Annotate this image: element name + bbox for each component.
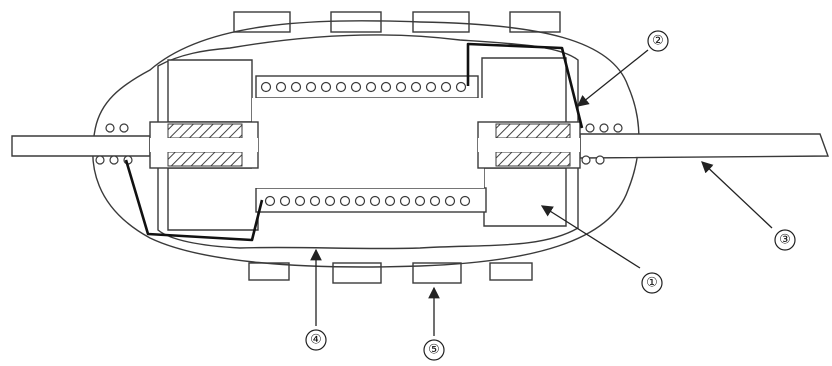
coil-hole — [410, 81, 422, 93]
outer-envelope — [92, 20, 640, 268]
coil-hole — [350, 81, 362, 93]
coil-hole — [320, 81, 332, 93]
coil-hole — [264, 195, 276, 207]
coil-hole — [581, 155, 591, 165]
svg-text:①: ① — [646, 276, 658, 291]
coil-hole — [109, 155, 119, 165]
central-cavity — [252, 98, 484, 188]
svg-text:③: ③ — [779, 233, 791, 248]
coil-hole — [339, 195, 351, 207]
callout-3: ③ — [774, 229, 796, 251]
callout-5: ⑤ — [423, 339, 445, 361]
coil-hole — [425, 81, 437, 93]
coil-hole — [275, 81, 287, 93]
coil-hole — [613, 123, 623, 133]
coil-hole — [429, 195, 441, 207]
coil-hole — [290, 81, 302, 93]
callout-2: ② — [647, 30, 669, 52]
coil-hole — [440, 81, 452, 93]
coil-hole — [599, 123, 609, 133]
arrow-3 — [701, 161, 773, 229]
coil-hole — [309, 195, 321, 207]
svg-text:②: ② — [652, 34, 664, 49]
right-block — [481, 57, 567, 125]
arrow-1 — [540, 205, 641, 269]
arrow-2 — [576, 49, 649, 107]
coil-hole — [444, 195, 456, 207]
upper-coil-holes — [260, 81, 467, 93]
coil-hole — [369, 195, 381, 207]
coil-hole — [95, 155, 105, 165]
coil-hole — [455, 81, 467, 93]
right-lead — [579, 133, 829, 159]
side-holes — [95, 123, 623, 165]
callout-4: ④ — [305, 329, 327, 351]
coil-hole — [354, 195, 366, 207]
coil-hole — [414, 195, 426, 207]
coil-hole — [105, 123, 115, 133]
coil-hole — [395, 81, 407, 93]
coil-hole — [384, 195, 396, 207]
coil-hole — [585, 123, 595, 133]
coil-hole — [365, 81, 377, 93]
coil-hole — [335, 81, 347, 93]
coil-hole — [305, 81, 317, 93]
coil-hole — [380, 81, 392, 93]
coil-hole — [294, 195, 306, 207]
lower-coil-holes — [264, 195, 471, 207]
coil-hole — [324, 195, 336, 207]
coil-hole — [399, 195, 411, 207]
coil-hole — [260, 81, 272, 93]
coil-hole — [279, 195, 291, 207]
wire-right — [466, 42, 584, 129]
left-lead — [11, 135, 151, 157]
coil-hole — [119, 123, 129, 133]
svg-text:⑤: ⑤ — [428, 343, 440, 358]
callout-1: ① — [641, 272, 663, 294]
svg-text:④: ④ — [310, 333, 322, 348]
coil-hole — [595, 155, 605, 165]
left-block — [167, 59, 253, 123]
wire-left — [124, 159, 264, 242]
bottom-pads — [248, 262, 533, 284]
coil-hole — [459, 195, 471, 207]
